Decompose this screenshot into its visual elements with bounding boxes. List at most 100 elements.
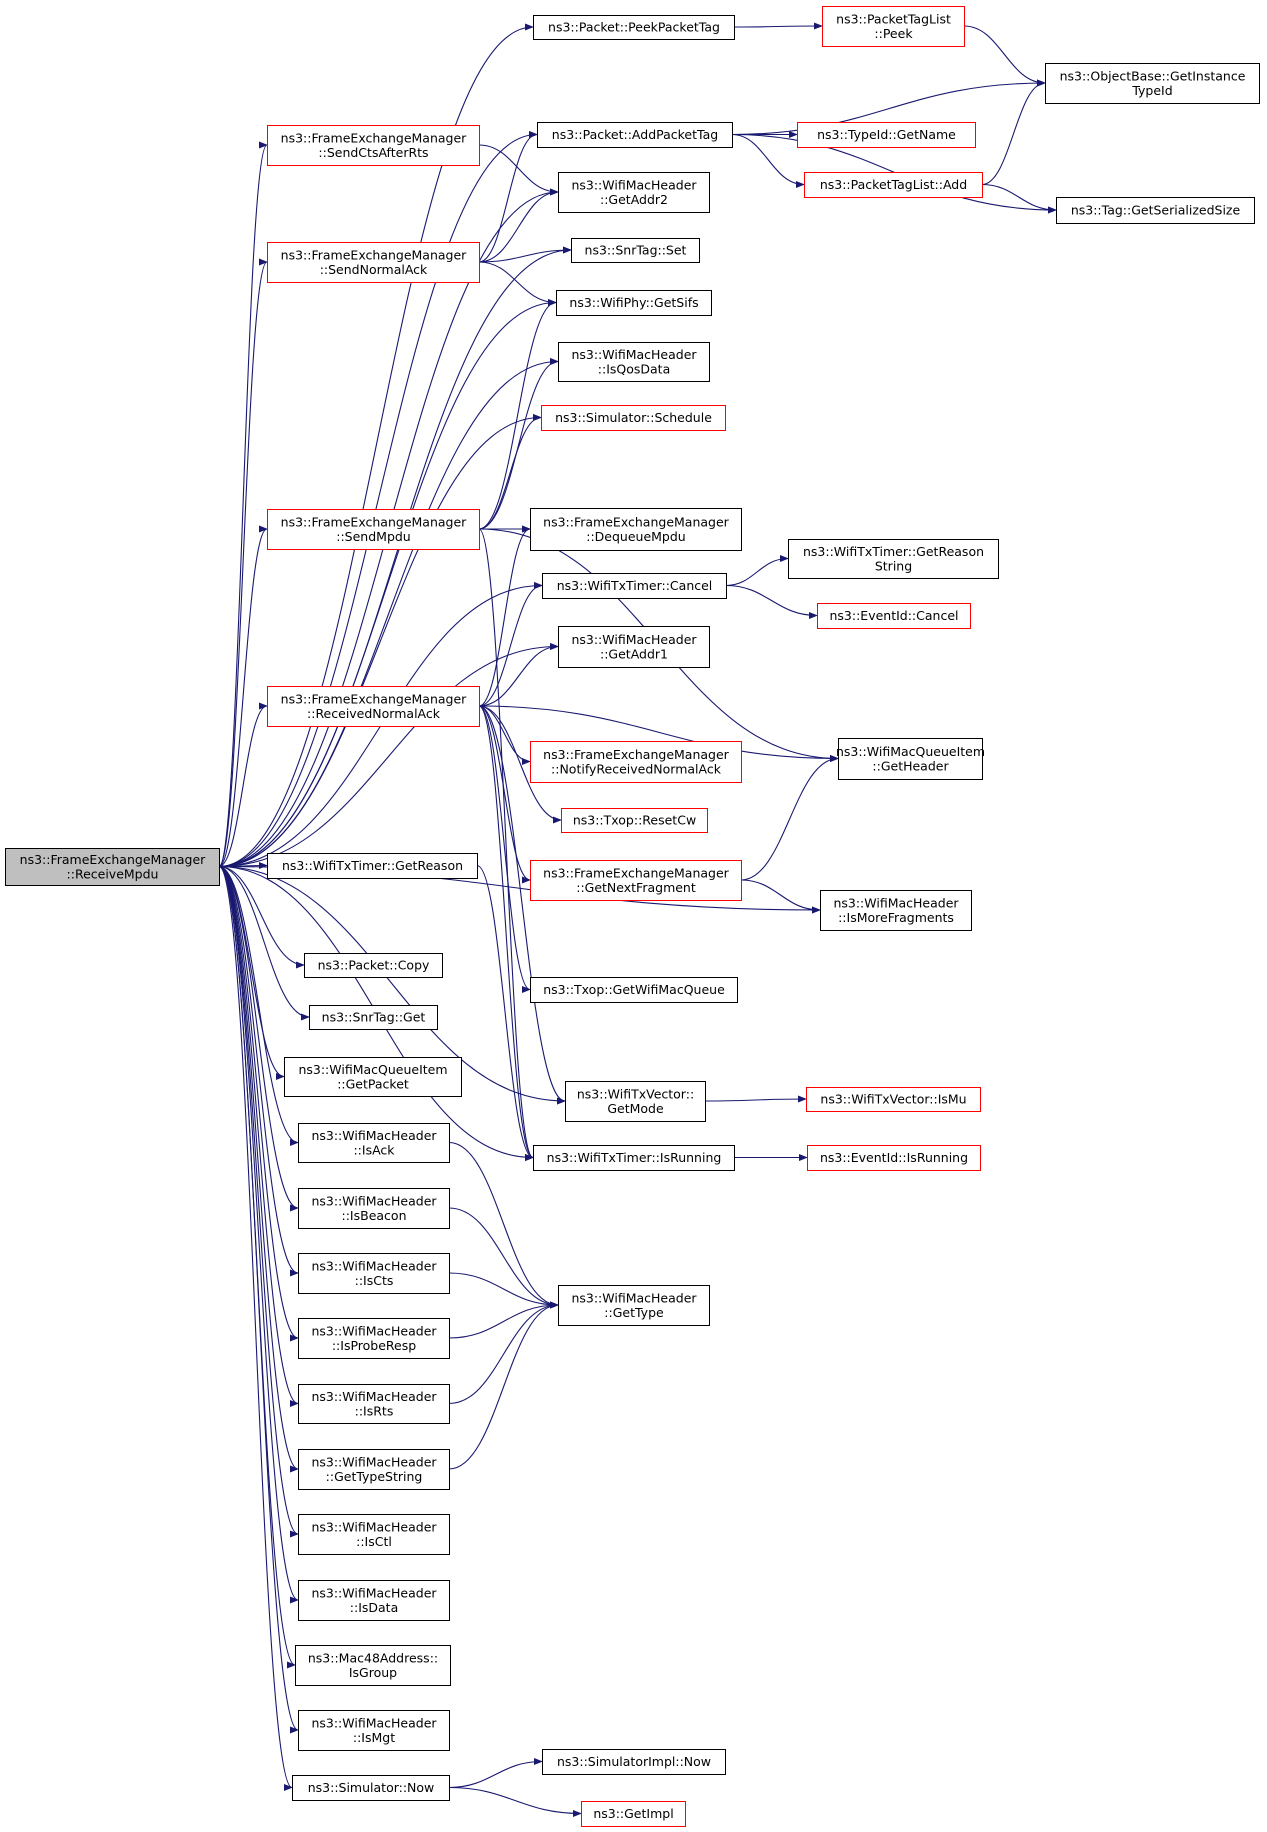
function-node-isMgt[interactable]: ns3::WifiMacHeader::IsMgt (298, 1710, 450, 1751)
function-node-sendNormalAck[interactable]: ns3::FrameExchangeManager::SendNormalAck (267, 242, 480, 283)
node-label-line: ::ReceivedNormalAck (307, 706, 441, 721)
node-box (817, 603, 971, 629)
node-box (530, 977, 738, 1003)
function-node-tagGetSerializedSize[interactable]: ns3::Tag::GetSerializedSize (1056, 197, 1255, 224)
function-node-getType[interactable]: ns3::WifiMacHeader::GetType (558, 1285, 710, 1326)
node-box (1045, 63, 1260, 104)
function-node-getImpl[interactable]: ns3::GetImpl (581, 1801, 686, 1827)
node-box (530, 508, 742, 551)
function-node-isProbeResp[interactable]: ns3::WifiMacHeader::IsProbeResp (298, 1318, 450, 1359)
node-label-line: ::ReceiveMpdu (67, 866, 159, 881)
call-edge-txVectorGetMode-to-txVectorIsMu (704, 1095, 807, 1103)
function-node-dequeueMpdu[interactable]: ns3::FrameExchangeManager::DequeueMpdu (530, 508, 742, 551)
function-node-addPacketTag[interactable]: ns3::Packet::AddPacketTag (537, 122, 733, 148)
call-edge-root-to-getSifs (218, 298, 557, 868)
call-edge-simulatorNow-to-getImpl (448, 1786, 582, 1818)
function-node-resetCw[interactable]: ns3::Txop::ResetCw (561, 808, 708, 833)
function-node-snrTagGet[interactable]: ns3::SnrTag::Get (309, 1005, 438, 1030)
function-node-simulatorNow[interactable]: ns3::Simulator::Now (292, 1775, 450, 1801)
call-edge-ptlPeek-to-getInstanceTypeId (963, 25, 1046, 87)
function-node-getSifs[interactable]: ns3::WifiPhy::GetSifs (556, 290, 712, 316)
call-edge-timerCancel-to-eventCancel (725, 584, 818, 620)
node-label-line: ::IsData (350, 1600, 398, 1615)
function-node-snrTagSet[interactable]: ns3::SnrTag::Set (571, 238, 700, 263)
node-box (581, 1801, 686, 1827)
function-node-eventIsRunning[interactable]: ns3::EventId::IsRunning (807, 1145, 981, 1171)
function-node-isBeacon[interactable]: ns3::WifiMacHeader::IsBeacon (298, 1188, 450, 1229)
node-label-line: ::IsRts (355, 1403, 394, 1418)
function-node-isData[interactable]: ns3::WifiMacHeader::IsData (298, 1580, 450, 1621)
node-label-line: ns3::FrameExchangeManager (281, 247, 467, 262)
function-node-getAddr1[interactable]: ns3::WifiMacHeader::GetAddr1 (558, 626, 710, 668)
call-edge-getTypeString-to-getType (448, 1301, 559, 1470)
node-label-line: ::NotifyReceivedNormalAck (551, 761, 722, 776)
node-label-line: ::SendMpdu (336, 529, 410, 544)
function-node-sendMpdu[interactable]: ns3::FrameExchangeManager::SendMpdu (267, 509, 480, 550)
node-label-line: ns3::FrameExchangeManager (20, 852, 206, 867)
function-node-isMoreFragments[interactable]: ns3::WifiMacHeader::IsMoreFragments (820, 890, 972, 931)
node-label-line: ns3::WifiTxTimer::GetReason (282, 858, 463, 873)
function-node-getPacket[interactable]: ns3::WifiMacQueueItem::GetPacket (284, 1057, 462, 1097)
call-edge-root-to-isData (218, 865, 299, 1604)
node-label-line: ::GetNextFragment (576, 880, 696, 895)
function-node-timerIsRunning[interactable]: ns3::WifiTxTimer::IsRunning (533, 1145, 735, 1171)
function-node-isCts[interactable]: ns3::WifiMacHeader::IsCts (298, 1253, 450, 1294)
call-edge-receivedNormalAck-to-resetCw (478, 705, 562, 824)
call-edge-root-to-snrTagSet (218, 246, 572, 868)
function-node-isQosData[interactable]: ns3::WifiMacHeader::IsQosData (558, 342, 710, 382)
function-node-typeIdGetName[interactable]: ns3::TypeId::GetName (797, 122, 976, 148)
function-node-getNextFragment[interactable]: ns3::FrameExchangeManager::GetNextFragme… (530, 860, 742, 901)
call-edge-receivedNormalAck-to-dequeueMpdu (478, 525, 531, 707)
function-node-packetCopy[interactable]: ns3::Packet::Copy (304, 953, 443, 978)
function-node-getTypeString[interactable]: ns3::WifiMacHeader::GetTypeString (298, 1449, 450, 1490)
node-label-line: ns3::SnrTag::Get (322, 1010, 426, 1025)
function-node-isCtl[interactable]: ns3::WifiMacHeader::IsCtl (298, 1514, 450, 1555)
node-box (537, 122, 733, 148)
node-box (533, 1145, 735, 1171)
function-node-timerCancel[interactable]: ns3::WifiTxTimer::Cancel (542, 573, 727, 599)
node-box (556, 290, 712, 316)
node-label-line: ns3::WifiMacHeader (311, 1258, 437, 1273)
function-node-txVectorGetMode[interactable]: ns3::WifiTxVector::GetMode (565, 1081, 706, 1122)
node-label-line: ::IsBeacon (342, 1208, 407, 1223)
function-node-notifyReceivedNormalAck[interactable]: ns3::FrameExchangeManager::NotifyReceive… (530, 741, 742, 783)
call-edge-peekPacketTag-to-ptlPeek (733, 22, 823, 30)
call-edge-sendNormalAck-to-getAddr2 (478, 188, 559, 263)
function-node-getReason[interactable]: ns3::WifiTxTimer::GetReason (267, 853, 478, 879)
node-label-line: ns3::Simulator::Now (308, 1780, 435, 1795)
node-label-line: ns3::FrameExchangeManager (543, 514, 729, 529)
function-node-sendCtsAfterRts[interactable]: ns3::FrameExchangeManager::SendCtsAfterR… (267, 125, 480, 166)
call-edge-root-to-txVectorGetMode (218, 865, 566, 1105)
call-edge-getReason-to-timerIsRunning (476, 864, 534, 1162)
node-label-line: ns3::ObjectBase::GetInstance (1060, 68, 1246, 83)
call-edge-receivedNormalAck-to-timerIsRunning (478, 705, 534, 1161)
node-label-line: ::Peek (874, 26, 913, 41)
function-node-isAck[interactable]: ns3::WifiMacHeader::IsAck (298, 1123, 450, 1163)
function-node-isRts[interactable]: ns3::WifiMacHeader::IsRts (298, 1384, 450, 1424)
node-label-line: ns3::FrameExchangeManager (281, 514, 467, 529)
call-edge-addPacketTag-to-getInstanceTypeId (731, 79, 1046, 136)
function-node-peekPacketTag[interactable]: ns3::Packet::PeekPacketTag (533, 15, 735, 40)
call-edge-root-to-sendCtsAfterRts (218, 141, 268, 868)
function-node-simImplNow[interactable]: ns3::SimulatorImpl::Now (542, 1749, 726, 1775)
call-edge-root-to-getTypeString (218, 865, 299, 1473)
function-node-queueItemGetHeader[interactable]: ns3::WifiMacQueueItem::GetHeader (836, 738, 985, 780)
node-box (292, 1775, 450, 1801)
call-edge-receivedNormalAck-to-getNextFragment (478, 705, 531, 884)
function-node-isGroup[interactable]: ns3::Mac48Address::IsGroup (295, 1645, 451, 1686)
function-node-ptlPeek[interactable]: ns3::PacketTagList::Peek (822, 6, 965, 47)
node-box (806, 1087, 981, 1112)
function-node-root[interactable]: ns3::FrameExchangeManager::ReceiveMpdu (5, 848, 220, 886)
node-label-line: ns3::WifiMacHeader (311, 1454, 437, 1469)
function-node-receivedNormalAck[interactable]: ns3::FrameExchangeManager::ReceivedNorma… (267, 686, 480, 727)
function-node-getWifiMacQueue[interactable]: ns3::Txop::GetWifiMacQueue (530, 977, 738, 1003)
function-node-getAddr2[interactable]: ns3::WifiMacHeader::GetAddr2 (558, 172, 710, 213)
node-box (804, 172, 983, 198)
function-node-simSchedule[interactable]: ns3::Simulator::Schedule (541, 405, 726, 431)
function-node-txVectorIsMu[interactable]: ns3::WifiTxVector::IsMu (806, 1087, 981, 1112)
function-node-eventCancel[interactable]: ns3::EventId::Cancel (817, 603, 971, 629)
function-nodes: ns3::FrameExchangeManager::ReceiveMpduns… (5, 6, 1260, 1827)
function-node-ptlAdd[interactable]: ns3::PacketTagList::Add (804, 172, 983, 198)
